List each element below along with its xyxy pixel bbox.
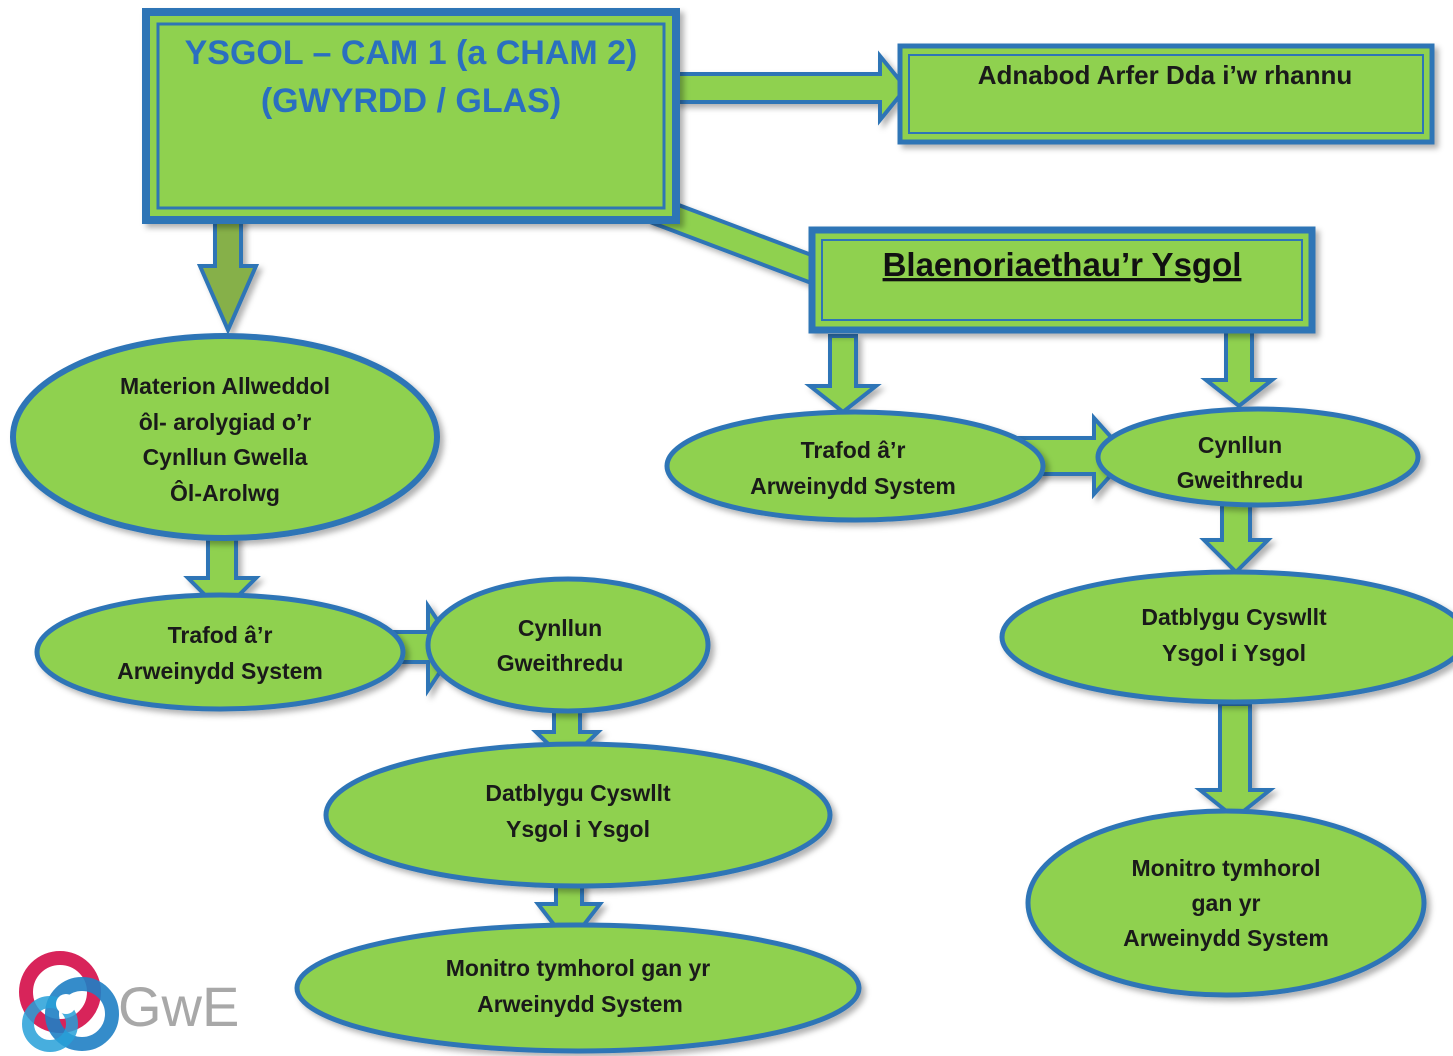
arrow-priorities-to-right-discuss (804, 334, 882, 415)
right-monitor-line2: gan yr (1191, 890, 1260, 916)
key-issues-line1: Materion Allweddol (120, 373, 330, 399)
left-develop-line2: Ysgol i Ysgol (506, 816, 650, 842)
key-issues-ellipse (10, 333, 440, 541)
key-issues-line2: ôl- arolygiad o’r (139, 409, 312, 435)
right-discuss-ellipse (664, 409, 1046, 523)
priorities-box (808, 226, 1316, 334)
main-title-line1: YSGOL – CAM 1 (a CHAM 2) (185, 34, 638, 72)
left-discuss-line2: Arweinydd System (117, 658, 323, 684)
key-issues-line4: Ôl-Arolwg (170, 479, 280, 506)
arrow-right-develop-to-monitor (1194, 702, 1276, 821)
left-monitor-line1: Monitro tymhorol gan yr (446, 955, 711, 981)
gwe-logo-text: GwE (118, 975, 239, 1038)
good-practice-label: Adnabod Arfer Dda i’w rhannu (978, 60, 1353, 90)
arrow-priorities-to-right-action (1200, 328, 1278, 409)
arrow-main-to-good-practice (674, 50, 909, 126)
left-discuss-ellipse (34, 592, 406, 712)
right-monitor-line3: Arweinydd System (1123, 925, 1329, 951)
right-action-ellipse (1095, 406, 1421, 508)
main-box (142, 8, 680, 224)
right-monitor-line1: Monitro tymhorol (1131, 855, 1320, 881)
right-develop-ellipse (999, 569, 1453, 705)
right-discuss-line2: Arweinydd System (750, 473, 956, 499)
right-discuss-line1: Trafod â’r (801, 437, 906, 463)
key-issues-line3: Cynllun Gwella (143, 444, 308, 470)
right-action-line2: Gweithredu (1177, 467, 1304, 493)
right-monitor-ellipse (1025, 808, 1427, 998)
left-monitor-ellipse (294, 922, 862, 1054)
good-practice-box (897, 43, 1435, 145)
gwe-logo-mark-icon (19, 951, 119, 1052)
left-develop-ellipse (323, 741, 833, 889)
arrow-main-to-key-issues (196, 212, 260, 335)
gwe-logo: GwE (19, 951, 239, 1052)
left-monitor-line2: Arweinydd System (477, 991, 683, 1017)
left-action-line1: Cynllun (518, 615, 602, 641)
main-title-line2: (GWYRDD / GLAS) (261, 82, 561, 120)
left-action-line2: Gweithredu (497, 650, 624, 676)
right-action-line1: Cynllun (1198, 432, 1282, 458)
priorities-label: Blaenoriaethau’r Ysgol (883, 246, 1242, 283)
left-discuss-line1: Trafod â’r (168, 622, 273, 648)
left-develop-line1: Datblygu Cyswllt (485, 780, 671, 806)
right-develop-line2: Ysgol i Ysgol (1162, 640, 1306, 666)
left-action-ellipse (425, 576, 711, 714)
right-develop-line1: Datblygu Cyswllt (1141, 604, 1327, 630)
